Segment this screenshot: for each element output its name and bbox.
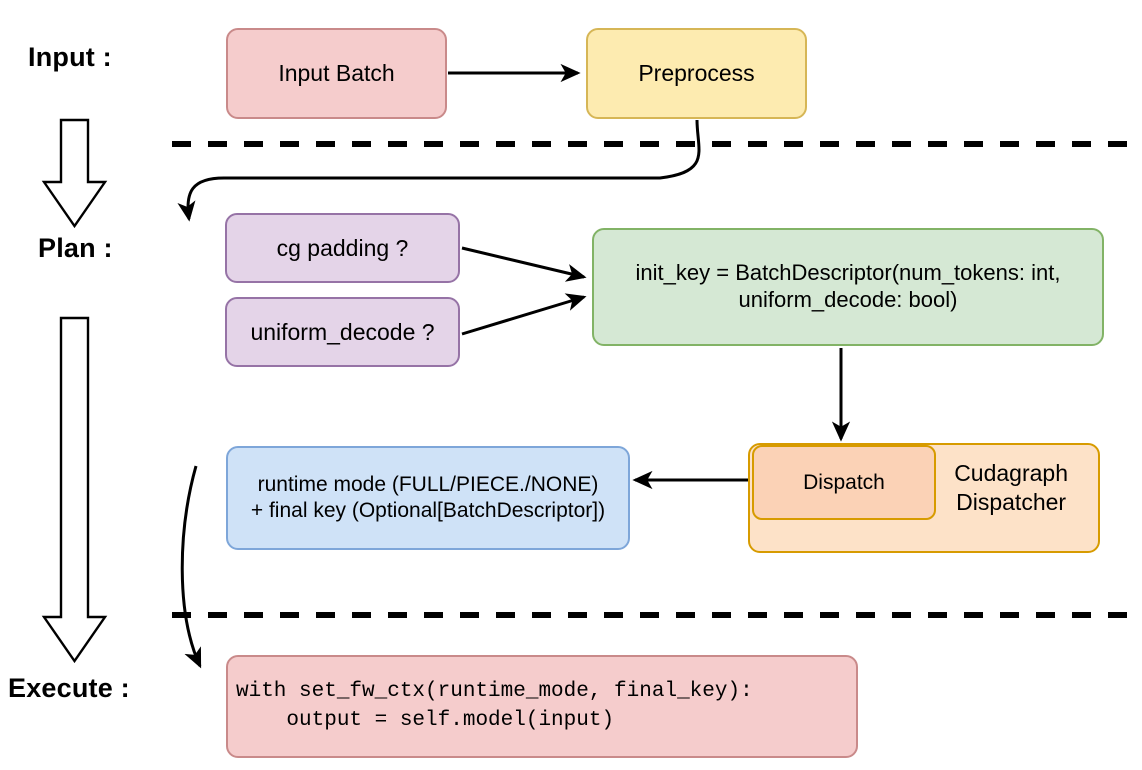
node-preprocess[interactable]: Preprocess — [586, 28, 807, 119]
node-execute-code[interactable]: with set_fw_ctx(runtime_mode, final_key)… — [226, 655, 858, 758]
node-dispatch[interactable]: Dispatch — [752, 445, 936, 520]
stage-label-plan: Plan : — [38, 233, 113, 263]
edge-runtime-mode-to-execute — [180, 465, 202, 669]
edge-uniform-decode-to-init-key — [461, 293, 587, 336]
stage-label-input: Input : — [28, 42, 112, 72]
edge-preprocess-to-plan — [177, 119, 701, 222]
node-input-batch[interactable]: Input Batch — [226, 28, 447, 119]
node-cg-padding[interactable]: cg padding ? — [225, 213, 460, 283]
block-arrow-plan-to-execute — [41, 316, 108, 664]
node-init-key[interactable]: init_key = BatchDescriptor(num_tokens: i… — [592, 228, 1104, 346]
node-uniform-decode[interactable]: uniform_decode ? — [225, 297, 460, 367]
stage-label-execute: Execute : — [8, 673, 130, 703]
edge-cg-padding-to-init-key — [461, 246, 587, 282]
block-arrow-input-to-plan — [41, 118, 108, 229]
node-runtime-mode[interactable]: runtime mode (FULL/PIECE./NONE) + final … — [226, 446, 630, 550]
